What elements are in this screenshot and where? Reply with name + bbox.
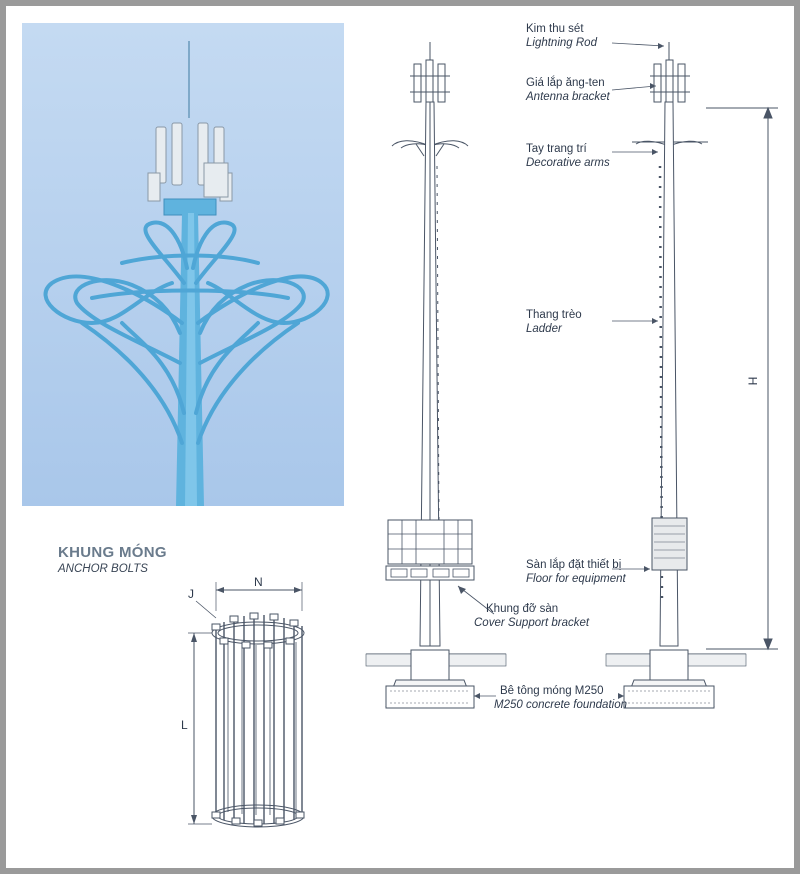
- leader-lines: [457, 42, 665, 697]
- tower-photo: [22, 23, 344, 506]
- label-lightning-rod: Kim thu sét Lightning Rod: [526, 22, 597, 50]
- label-en: Decorative arms: [526, 157, 610, 169]
- figure-frame: KHUNG MÓNG ANCHOR BOLTS N J L H Kim thu …: [6, 6, 794, 868]
- dimension-n: N: [254, 575, 263, 589]
- label-en: Lightning Rod: [526, 37, 597, 49]
- label-vi: Giá lắp ăng-ten: [526, 77, 605, 89]
- label-en: Cover Support bracket: [474, 617, 590, 629]
- label-vi: Sàn lắp đặt thiết bị: [526, 559, 622, 571]
- label-vi: Khung đỡ sàn: [486, 603, 559, 615]
- label-vi: Bê tông móng M250: [500, 685, 604, 697]
- tower-elevation-left: [365, 42, 507, 709]
- dimension-j: J: [188, 587, 194, 601]
- label-cover-support: Khung đỡ sàn Cover Support bracket: [474, 602, 589, 630]
- dimension-h: H: [745, 376, 760, 386]
- anchor-title: KHUNG MÓNG: [58, 544, 167, 561]
- label-vi: Kim thu sét: [526, 23, 584, 35]
- label-en: M250 concrete foundation: [494, 699, 627, 711]
- tower-elevation-right: [605, 42, 747, 709]
- dimension-l: L: [181, 718, 188, 732]
- label-decorative-arms: Tay trang trí Decorative arms: [526, 142, 610, 170]
- label-vi: Thang trèo: [526, 309, 582, 321]
- label-antenna-bracket: Giá lắp ăng-ten Antenna bracket: [526, 76, 610, 104]
- technical-drawing: [188, 42, 778, 828]
- height-dimension: [706, 106, 778, 651]
- anchor-bolt-cage: [188, 582, 305, 828]
- label-foundation: Bê tông móng M250 M250 concrete foundati…: [494, 684, 627, 712]
- label-en: Antenna bracket: [526, 91, 610, 103]
- label-en: Ladder: [526, 323, 562, 335]
- anchor-subtitle: ANCHOR BOLTS: [58, 563, 148, 575]
- label-ladder: Thang trèo Ladder: [526, 308, 582, 336]
- label-en: Floor for equipment: [526, 573, 626, 585]
- label-equipment-floor: Sàn lắp đặt thiết bị Floor for equipment: [526, 558, 626, 586]
- label-vi: Tay trang trí: [526, 143, 587, 155]
